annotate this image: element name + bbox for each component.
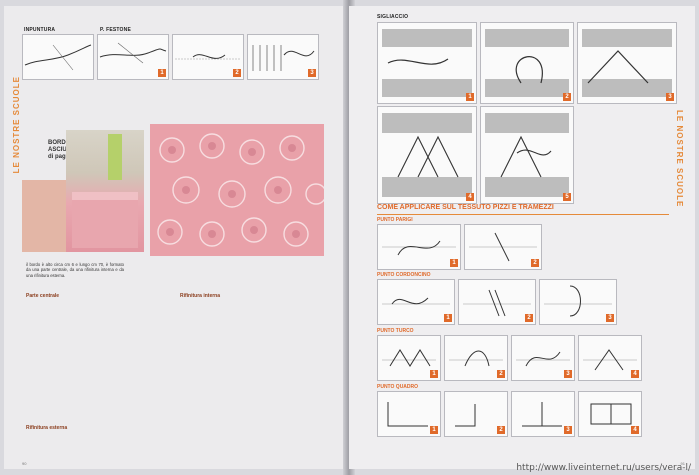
sigliaccio-text bbox=[477, 152, 627, 196]
intro-paragraph: il bordo è alto circa cm 6 e lungo cm 70… bbox=[26, 262, 124, 278]
left-page-number: 90 bbox=[22, 461, 27, 466]
top-diagram-row: 1 2 3 bbox=[22, 34, 319, 80]
heading-rifinitura-interna: Rifinitura interna bbox=[180, 293, 221, 299]
heading-rifinitura-esterna: Rifinitura esterna bbox=[26, 425, 68, 431]
parigi-diagram-1: 1 bbox=[377, 224, 461, 270]
crochet-lace-photo bbox=[150, 124, 324, 256]
turco-diagram-1: 1 bbox=[377, 335, 441, 381]
parigi-row: 1 2 bbox=[377, 224, 542, 270]
parigi-diagram-2: 2 bbox=[464, 224, 542, 270]
quadro-diagram-4: 4 bbox=[578, 391, 642, 437]
bordo-line-3: di pag. 26 bbox=[48, 154, 76, 160]
cordoncino-diagram-1: 1 bbox=[377, 279, 455, 325]
row-title-quadro: PUNTO QUADRO bbox=[377, 384, 419, 390]
quadro-text bbox=[635, 394, 675, 434]
col-2-heading: Rifinitura interna bbox=[180, 292, 278, 300]
row-title-cordoncino: PUNTO CORDONCINO bbox=[377, 272, 431, 278]
turco-diagram-2: 2 bbox=[444, 335, 508, 381]
sigliaccio-diagram-4: 4 bbox=[377, 106, 477, 204]
sigliaccio-row-1: 1 2 3 bbox=[377, 22, 677, 104]
right-page-number: 91 bbox=[680, 461, 685, 466]
col-1-heading: Rifinitura esterna bbox=[26, 424, 124, 432]
sigliaccio-diagram-5: 5 bbox=[480, 106, 574, 204]
row-title-turco: PUNTO TURCO bbox=[377, 328, 414, 334]
towel-photo bbox=[66, 130, 144, 252]
cordoncino-text bbox=[615, 282, 669, 322]
watermark: http://www.liveinternet.ru/users/vera-l/ bbox=[516, 463, 691, 473]
parigi-text bbox=[545, 228, 665, 266]
instructions-top bbox=[26, 82, 316, 116]
diagram-inpuntura bbox=[22, 34, 94, 80]
quadro-row: 1 2 3 4 bbox=[377, 391, 642, 437]
bordo-line-1: BORDO bbox=[48, 140, 71, 146]
section-divider bbox=[377, 214, 669, 215]
quadro-diagram-3: 3 bbox=[511, 391, 575, 437]
label-festone: P. FESTONE bbox=[100, 27, 131, 33]
detail-photo bbox=[22, 180, 66, 252]
quadro-diagram-1: 1 bbox=[377, 391, 441, 437]
right-side-tab: LE NOSTRE SCUOLE bbox=[675, 110, 684, 208]
left-side-tab: LE NOSTRE SCUOLE bbox=[12, 76, 21, 174]
sigliaccio-row-2: 4 5 bbox=[377, 106, 574, 204]
cordoncino-diagram-2: 2 bbox=[458, 279, 536, 325]
sigliaccio-diagram-2: 2 bbox=[480, 22, 574, 104]
section-title: COME APPLICARE SUL TESSUTO PIZZI E TRAME… bbox=[377, 204, 554, 211]
label-sigliaccio: SIGLIACCIO bbox=[377, 14, 409, 20]
heading-parte-centrale: Parte centrale bbox=[26, 293, 60, 299]
sigliaccio-diagram-3: 3 bbox=[577, 22, 677, 104]
diagram-festone-1: 1 bbox=[97, 34, 169, 80]
col-1: Parte centrale bbox=[26, 292, 124, 452]
turco-row: 1 2 3 4 bbox=[377, 335, 642, 381]
turco-diagram-3: 3 bbox=[511, 335, 575, 381]
label-inpuntura: INPUNTURA bbox=[24, 27, 56, 33]
row-title-parigi: PUNTO PARIGI bbox=[377, 217, 413, 223]
turco-diagram-4: 4 bbox=[578, 335, 642, 381]
left-page: LE NOSTRE SCUOLE INPUNTURA P. FESTONE 1 … bbox=[4, 6, 347, 469]
diagram-festone-2: 2 bbox=[172, 34, 244, 80]
right-page: SIGLIACCIO 1 2 3 4 5 bbox=[349, 6, 695, 469]
diagram-festone-3: 3 bbox=[247, 34, 319, 80]
cordoncino-diagram-3: 3 bbox=[539, 279, 617, 325]
sigliaccio-diagram-1: 1 bbox=[377, 22, 477, 104]
cordoncino-row: 1 2 3 bbox=[377, 279, 617, 325]
quadro-diagram-2: 2 bbox=[444, 391, 508, 437]
